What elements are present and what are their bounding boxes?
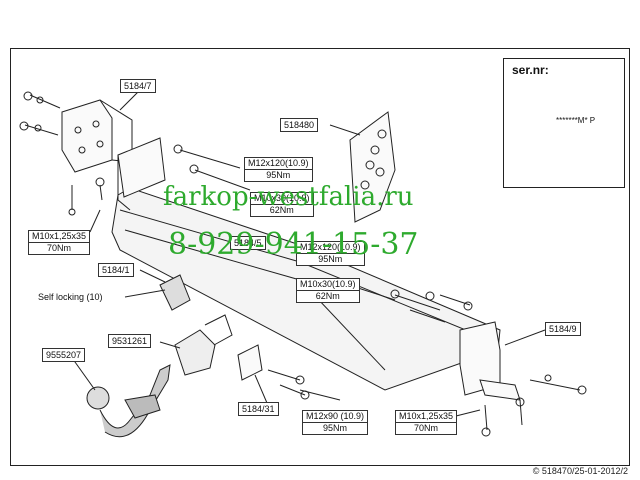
spec-left-bolt-size: M10x1,25x35 [32,231,87,241]
spec-bottom-bolt2-size: M10x1,25x35 [399,411,454,421]
copyright-text: © 518470/25-01-2012/2 [532,466,628,476]
spec-top-bolt2: M10x30(10.9) 62Nm [250,192,314,217]
serial-number-title: ser.nr: [512,63,549,77]
serial-number-box: ser.nr: [503,58,625,188]
tow-ball [86,386,110,410]
reinforcement-plate [349,111,396,223]
label-5184-31: 5184/31 [238,402,279,416]
watermark-phone: 8-929-941-15-37 [168,227,419,262]
label-self-locking: Self locking (10) [38,292,103,302]
label-518480: 518480 [280,118,319,132]
spec-bottom-bolt1-size: M12x90 (10.9) [306,411,365,421]
label-9555207: 9555207 [42,348,86,362]
spec-right-bolt2: M10x30(10.9) 62Nm [296,278,360,303]
spec-top-bolt1-torque: 95Nm [245,169,312,181]
spec-bottom-bolt2: M10x1,25x35 70Nm [395,410,458,435]
spec-right-bolt1-size: M12x120(10.9) [300,242,361,252]
spec-top-bolt1-size: M12x120(10.9) [248,158,309,168]
label-5184-1: 5184/1 [98,263,134,277]
spec-top-bolt2-size: M10x30(10.9) [254,193,310,203]
label-9531261: 9531261 [108,334,152,348]
spec-left-bolt-torque: 70Nm [29,242,90,254]
spec-right-bolt2-size: M10x30(10.9) [300,279,356,289]
tow-neck [99,364,171,438]
spec-bottom-bolt1-torque: 95Nm [303,422,368,434]
spec-right-bolt1-torque: 95Nm [297,253,364,265]
label-5184-5: 5184/5 [230,236,266,250]
spec-top-bolt1: M12x120(10.9) 95Nm [244,157,313,182]
spec-top-bolt2-torque: 62Nm [251,204,313,216]
watermark-site: farkop-westfalia.ru [163,182,414,212]
spec-bottom-bolt1: M12x90 (10.9) 95Nm [302,410,369,435]
label-5184-7: 5184/7 [120,79,156,93]
label-5184-9: 5184/9 [545,322,581,336]
socket-plate [174,329,216,376]
serial-plate-text: *******M* P [556,116,596,125]
small-bracket [237,344,263,381]
left-bracket [61,99,113,173]
spec-right-bolt1: M12x120(10.9) 95Nm [296,241,365,266]
drawing-frame [10,48,630,466]
spec-bottom-bolt2-torque: 70Nm [396,422,457,434]
left-side-plate [117,137,166,198]
spec-left-bolt: M10x1,25x35 70Nm [28,230,91,255]
spec-right-bolt2-torque: 62Nm [297,290,359,302]
self-locking-bracket [159,274,191,311]
